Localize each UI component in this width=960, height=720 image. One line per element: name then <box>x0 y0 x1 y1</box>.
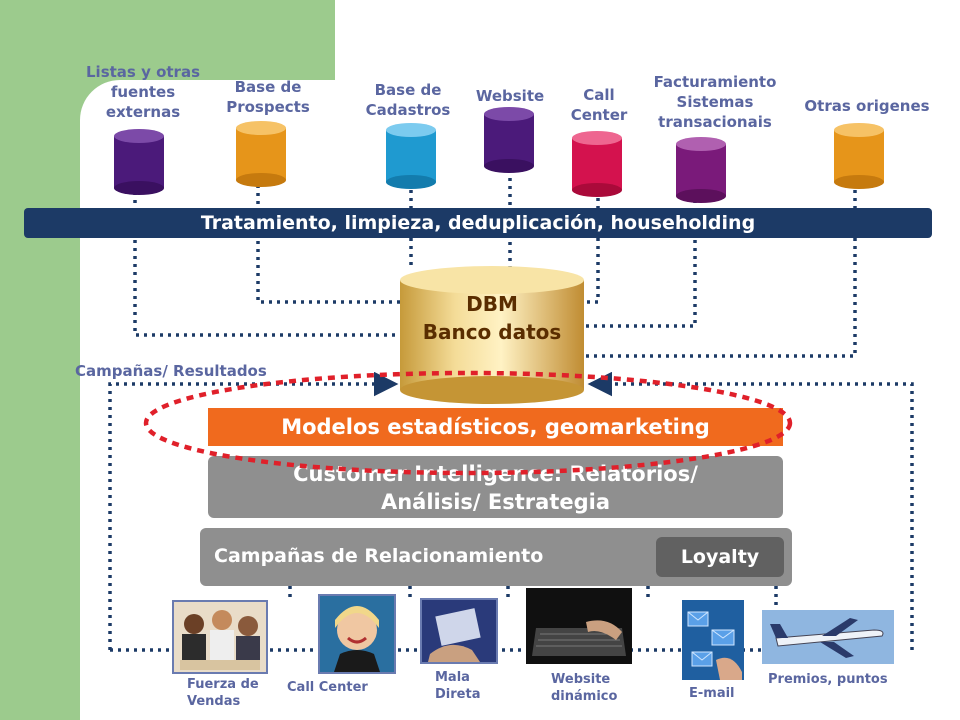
green-side-strip <box>0 0 80 720</box>
direct-mail-photo-icon <box>420 598 498 664</box>
treatment-bar: Tratamiento, limpieza, deduplicación, ho… <box>24 208 932 238</box>
feedback-label: Campañas/ Resultados <box>75 362 267 380</box>
database-icon-listas <box>114 129 164 195</box>
database-icon-facturamiento <box>676 137 726 203</box>
call-center-agent-photo-icon <box>318 594 396 674</box>
laptop-keyboard-photo-icon <box>526 588 632 664</box>
sales-team-photo-icon <box>172 600 268 674</box>
channel-label-premios: Premios, puntos <box>768 672 888 687</box>
connector-prospects <box>256 185 400 304</box>
dbm-label: DBM Banco datos <box>422 292 562 344</box>
airplane-photo-icon <box>762 610 894 664</box>
campaigns-bar-label: Campañas de Relacionamiento <box>214 545 544 567</box>
email-envelopes-photo-icon <box>682 600 744 680</box>
green-top-band <box>80 0 335 80</box>
database-icon-otras <box>834 123 884 189</box>
source-label-otras: Otras origenes <box>804 97 930 115</box>
database-icon-callcenter <box>572 131 622 197</box>
loyalty-box: Loyalty <box>656 537 784 577</box>
channel-label-email: E-mail <box>689 686 735 701</box>
customer-intelligence-bar: Customer Intelligence: Relatórios/ Análi… <box>208 456 783 518</box>
models-bar: Modelos estadísticos, geomarketing <box>208 408 783 446</box>
database-icon-prospects <box>236 121 286 187</box>
database-icon-website <box>484 107 534 173</box>
source-label-website: Website <box>475 87 545 105</box>
database-icon-cadastros <box>386 123 436 189</box>
connector-otras <box>585 190 857 358</box>
channel-label-callcenter: Call Center <box>287 680 368 695</box>
connector-facturamiento <box>585 200 697 328</box>
